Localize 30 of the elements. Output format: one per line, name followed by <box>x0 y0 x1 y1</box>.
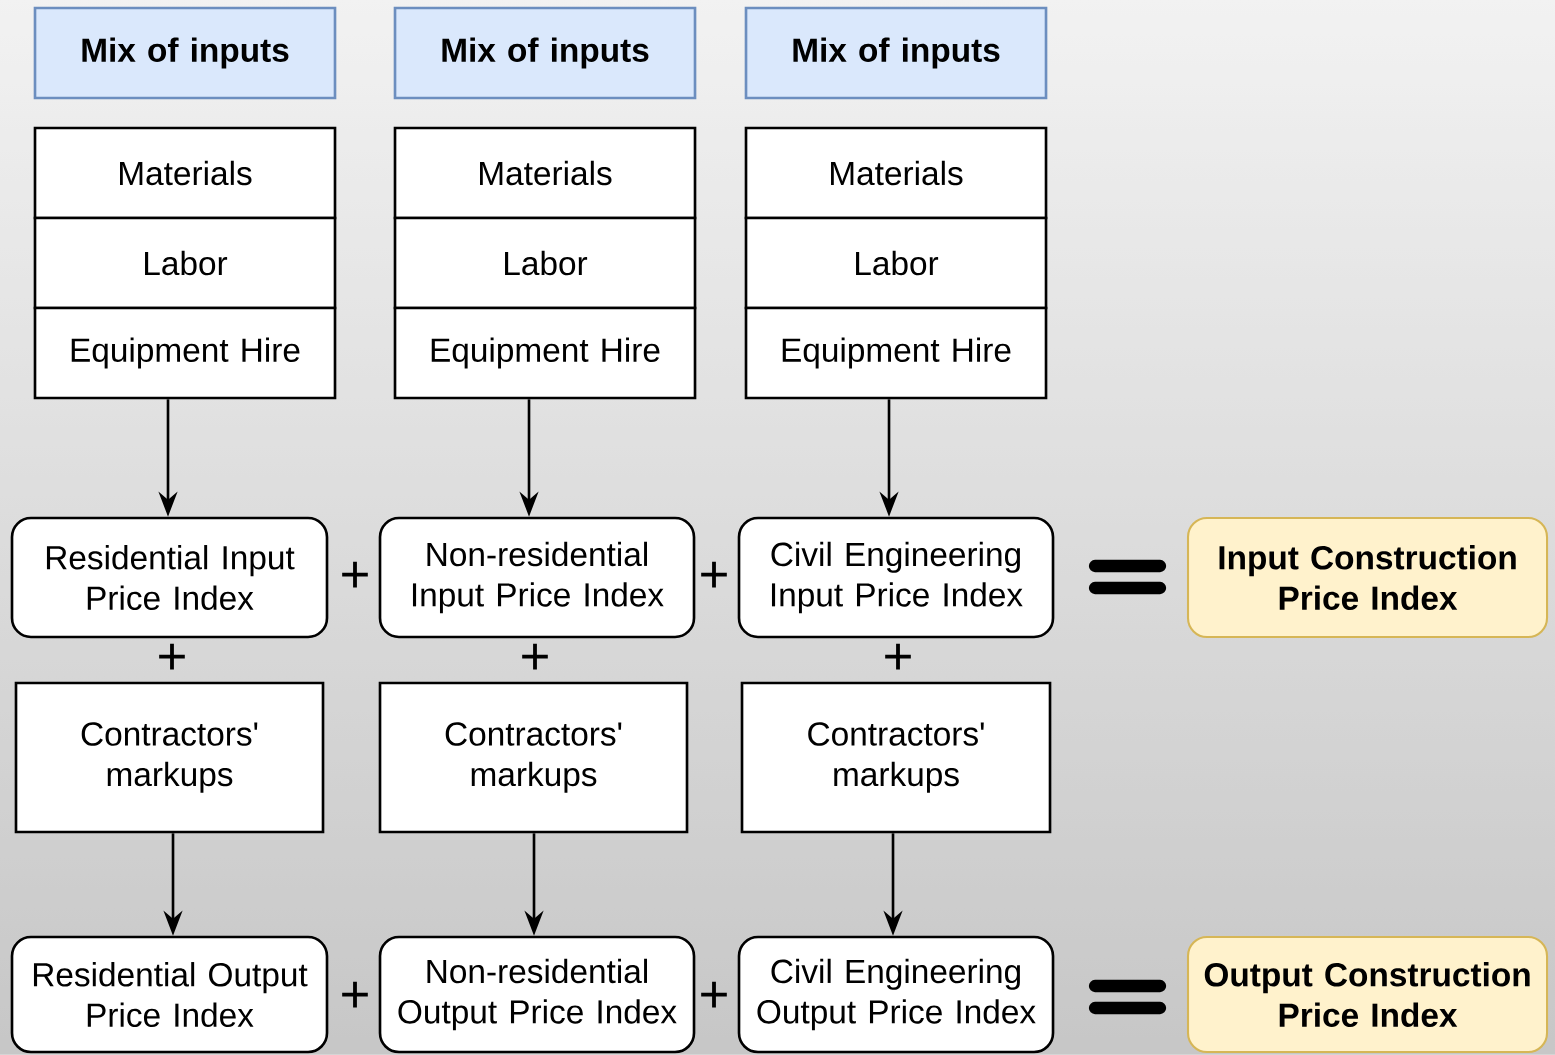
input-box: Materials <box>393 126 697 220</box>
input-box: Materials <box>744 126 1048 220</box>
input-box: Equipment Hire <box>393 306 697 400</box>
input-box: Materials <box>33 126 337 220</box>
input-box: Labor <box>33 216 337 310</box>
index-box: Civil Engineering Input Price Index <box>737 516 1055 639</box>
input-box: Equipment Hire <box>33 306 337 400</box>
plus-sign: + <box>701 981 727 1008</box>
index-box: Non-residential Output Price Index <box>378 935 696 1054</box>
plus-sign: + <box>342 981 368 1008</box>
markup-box: Contractors' markups <box>740 681 1052 834</box>
index-box: Civil Engineering Output Price Index <box>737 935 1055 1054</box>
markup-box: Contractors' markups <box>14 681 325 834</box>
head-box: Mix of inputs <box>744 6 1048 100</box>
plus-sign: + <box>342 561 368 588</box>
head-box: Mix of inputs <box>393 6 697 100</box>
plus-sign: + <box>159 643 185 670</box>
input-box: Labor <box>393 216 697 310</box>
head-box: Mix of inputs <box>33 6 337 100</box>
index-box: Non-residential Input Price Index <box>378 516 696 639</box>
plus-sign: + <box>885 643 911 670</box>
markup-box: Contractors' markups <box>378 681 689 834</box>
input-box: Labor <box>744 216 1048 310</box>
result-box: Input Construction Price Index <box>1186 516 1549 639</box>
input-box: Equipment Hire <box>744 306 1048 400</box>
index-box: Residential Input Price Index <box>10 516 329 639</box>
result-box: Output Construction Price Index <box>1186 935 1549 1054</box>
index-box: Residential Output Price Index <box>10 935 329 1054</box>
plus-sign: + <box>701 561 727 588</box>
plus-sign: + <box>522 643 548 670</box>
